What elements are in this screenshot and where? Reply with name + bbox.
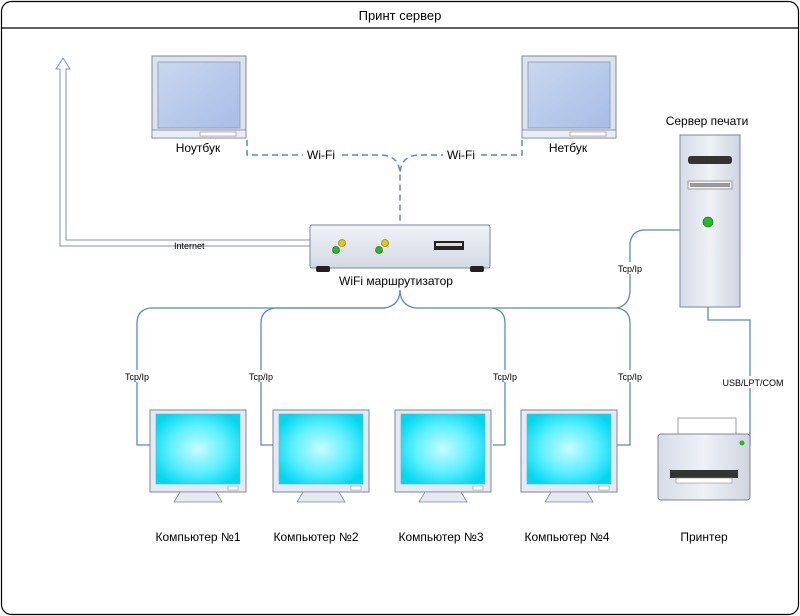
- tcp-label-pc2: Tcp/Ip: [249, 372, 273, 382]
- router-led-yellow-1: [338, 239, 346, 247]
- printer-icon: [657, 417, 751, 501]
- tcp-label-server: Tcp/Ip: [618, 264, 642, 274]
- page-title: Принт сервер: [359, 8, 442, 23]
- print-server-icon: [679, 134, 741, 308]
- wifi-links: [246, 140, 523, 228]
- tcp-label-pc1: Tcp/Ip: [125, 372, 149, 382]
- laptop-label: Ноутбук: [176, 141, 221, 155]
- pc4-label: Компьютер №4: [525, 530, 610, 544]
- pc1-icon: [149, 409, 247, 503]
- netbook-icon: [521, 55, 617, 139]
- router-led-green-2: [375, 246, 383, 254]
- tcp-label-pc3: Tcp/Ip: [493, 372, 517, 382]
- pc3-icon: [394, 409, 492, 503]
- wifi-link-laptop: [246, 140, 401, 228]
- wifi-link-netbook: [399, 140, 523, 176]
- printer-label: Принтер: [680, 530, 728, 544]
- link-pc1: [136, 289, 401, 446]
- pc2-icon: [272, 409, 370, 503]
- wifi-label-right: Wi-Fi: [447, 148, 475, 162]
- tcp-label-pc4: Tcp/Ip: [618, 372, 642, 382]
- print-server-label: Сервер печати: [666, 114, 749, 128]
- pc2-label: Компьютер №2: [274, 530, 359, 544]
- pc3-label: Компьютер №3: [399, 530, 484, 544]
- router-label: WiFi маршрутизатор: [339, 274, 453, 288]
- router-led-green-1: [332, 246, 340, 254]
- usb-label: USB/LPT/COM: [722, 378, 783, 388]
- server-power-led: [702, 216, 714, 228]
- wifi-label-left: Wi-Fi: [307, 148, 335, 162]
- link-pc2: [260, 307, 385, 446]
- pc4-icon: [520, 409, 618, 503]
- netbook-label: Нетбук: [549, 141, 588, 155]
- printer-led: [739, 440, 745, 446]
- wifi-label-bg-right: [443, 146, 479, 162]
- laptop-icon: [151, 55, 247, 139]
- wifi-label-bg-left: [303, 146, 339, 162]
- router-led-yellow-2: [381, 239, 389, 247]
- router-icon: [309, 224, 491, 272]
- link-server: [616, 229, 680, 309]
- pc1-label: Компьютер №1: [156, 530, 241, 544]
- internet-label: Internet: [174, 241, 205, 251]
